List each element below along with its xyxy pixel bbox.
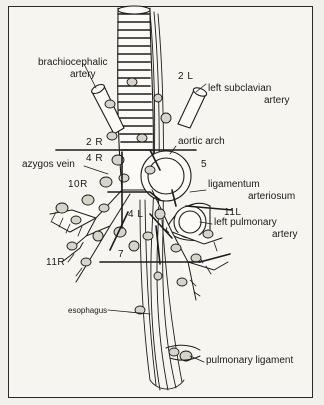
aortic-arch — [141, 151, 191, 201]
label-left-subclavian-artery: artery — [264, 96, 290, 106]
label-ligamentum: ligamentum — [208, 180, 260, 190]
label-esophagus: esophagus — [68, 306, 107, 316]
label-brachiocephalic: brachiocephalic — [38, 58, 108, 68]
station-2L: 2 L — [178, 72, 193, 82]
station-7: 7 — [118, 250, 124, 260]
label-left-pulmonary-artery: artery — [272, 230, 298, 240]
label-brachiocephalic-artery: artery — [70, 70, 96, 80]
station-11R: 11R — [46, 258, 65, 268]
label-azygos-vein: azygos vein — [22, 160, 75, 170]
left-subclavian-artery — [178, 86, 208, 128]
station-5: 5 — [201, 160, 207, 170]
station-2R: 2 R — [86, 138, 103, 148]
label-pulmonary-ligament: pulmonary ligament — [206, 356, 293, 366]
station-4L: 4 L — [128, 210, 143, 220]
station-10R: 10R — [68, 180, 88, 190]
label-left-pulmonary: left pulmonary — [214, 218, 277, 228]
label-arteriosum: arteriosum — [248, 192, 295, 202]
station-11L: 11L — [224, 208, 241, 218]
label-aortic-arch: aortic arch — [178, 137, 225, 147]
station-4R: 4 R — [86, 154, 103, 164]
label-left-subclavian: left subclavian — [208, 84, 271, 94]
